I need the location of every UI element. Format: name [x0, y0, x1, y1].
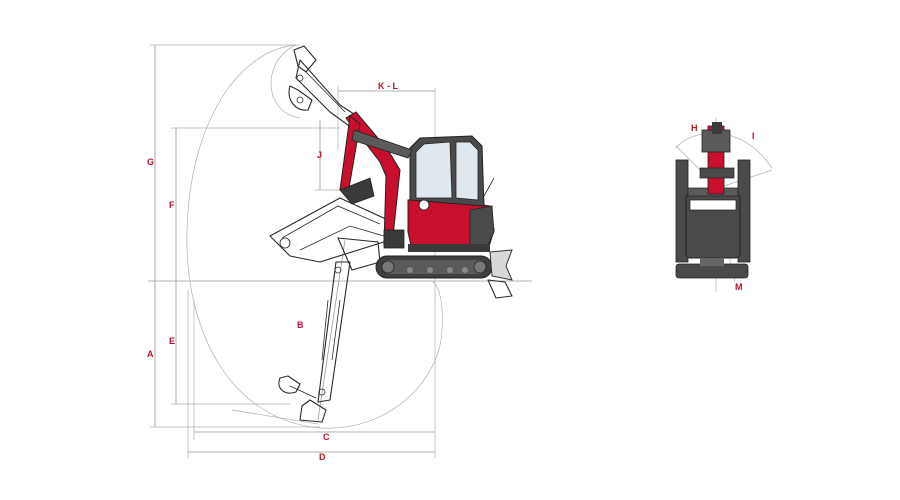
label-m: M [735, 282, 743, 292]
label-h: H [691, 123, 698, 133]
label-e: E [169, 336, 175, 346]
raised-arm-outline [288, 45, 361, 129]
undercarriage [375, 249, 513, 299]
side-view-labels: G A F E B C D J K - L [147, 81, 398, 462]
label-c: C [323, 432, 330, 442]
label-i: I [752, 131, 755, 141]
label-k-l: K - L [378, 81, 398, 91]
excavator-front-view [675, 118, 773, 292]
b-base-line [231, 409, 319, 425]
label-b: B [297, 320, 304, 330]
upper-structure [407, 197, 495, 252]
max-reach-arc [186, 44, 443, 429]
digging-arm-outline [278, 261, 351, 423]
label-j: J [317, 150, 322, 160]
bucket-arc-top [270, 44, 301, 119]
operator-cab [409, 135, 495, 211]
extended-boom-outline [269, 197, 391, 271]
front-view-labels: H I M [691, 123, 755, 292]
label-a: A [147, 349, 154, 359]
label-f: F [169, 200, 175, 210]
main-boom [339, 111, 413, 249]
excavator-side-view [269, 45, 513, 423]
dimension-b-line [317, 239, 346, 421]
label-d: D [319, 452, 326, 462]
label-g: G [147, 157, 154, 167]
